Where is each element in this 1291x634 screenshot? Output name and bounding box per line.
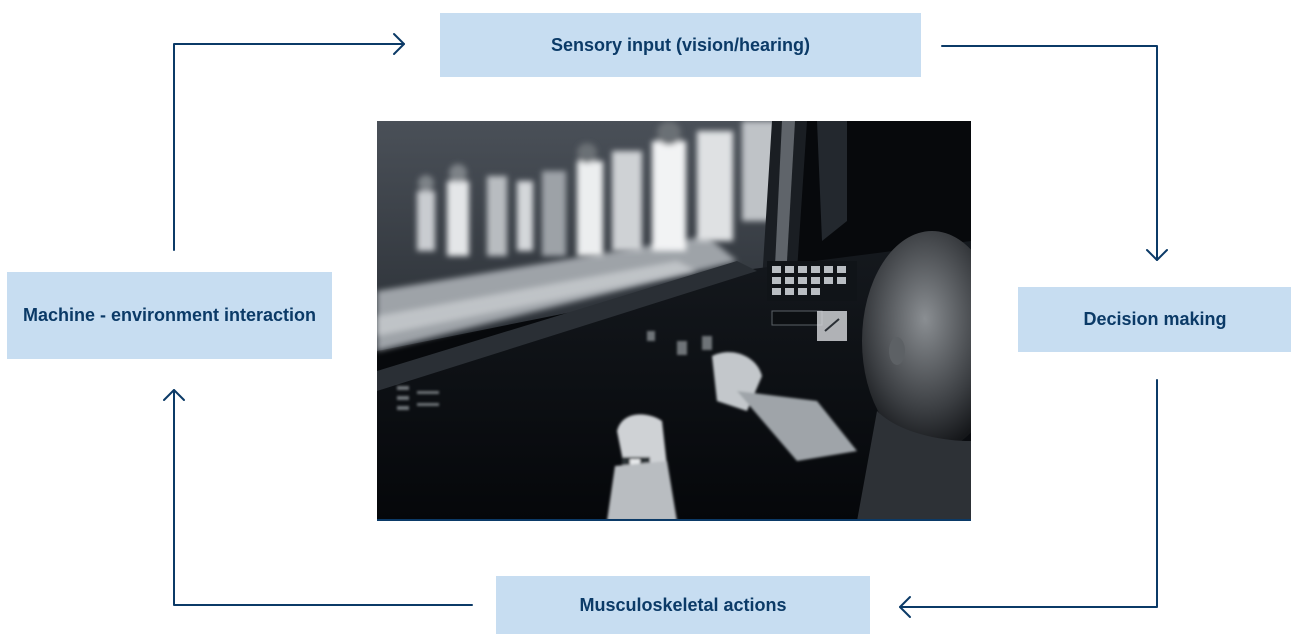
musculoskeletal-actions-label: Musculoskeletal actions — [579, 594, 787, 615]
arrow-machine-to-sensory — [173, 33, 405, 251]
arrow-sensory-to-decision — [941, 45, 1168, 261]
machine-environment-box: Machine - environment interaction — [7, 272, 332, 359]
decision-making-label: Decision making — [1083, 309, 1227, 330]
train-driver-cab-photo — [377, 121, 971, 521]
musculoskeletal-actions-box: Musculoskeletal actions — [496, 576, 870, 634]
arrow-musculoskeletal-to-machine — [163, 389, 473, 606]
sensory-input-box: Sensory input (vision/hearing) — [440, 13, 921, 77]
decision-making-box: Decision making — [1018, 287, 1291, 352]
sensory-input-label: Sensory input (vision/hearing) — [550, 34, 811, 55]
machine-environment-label: Machine - environment interaction — [22, 305, 317, 326]
arrow-decision-to-musculoskeletal — [899, 379, 1158, 618]
